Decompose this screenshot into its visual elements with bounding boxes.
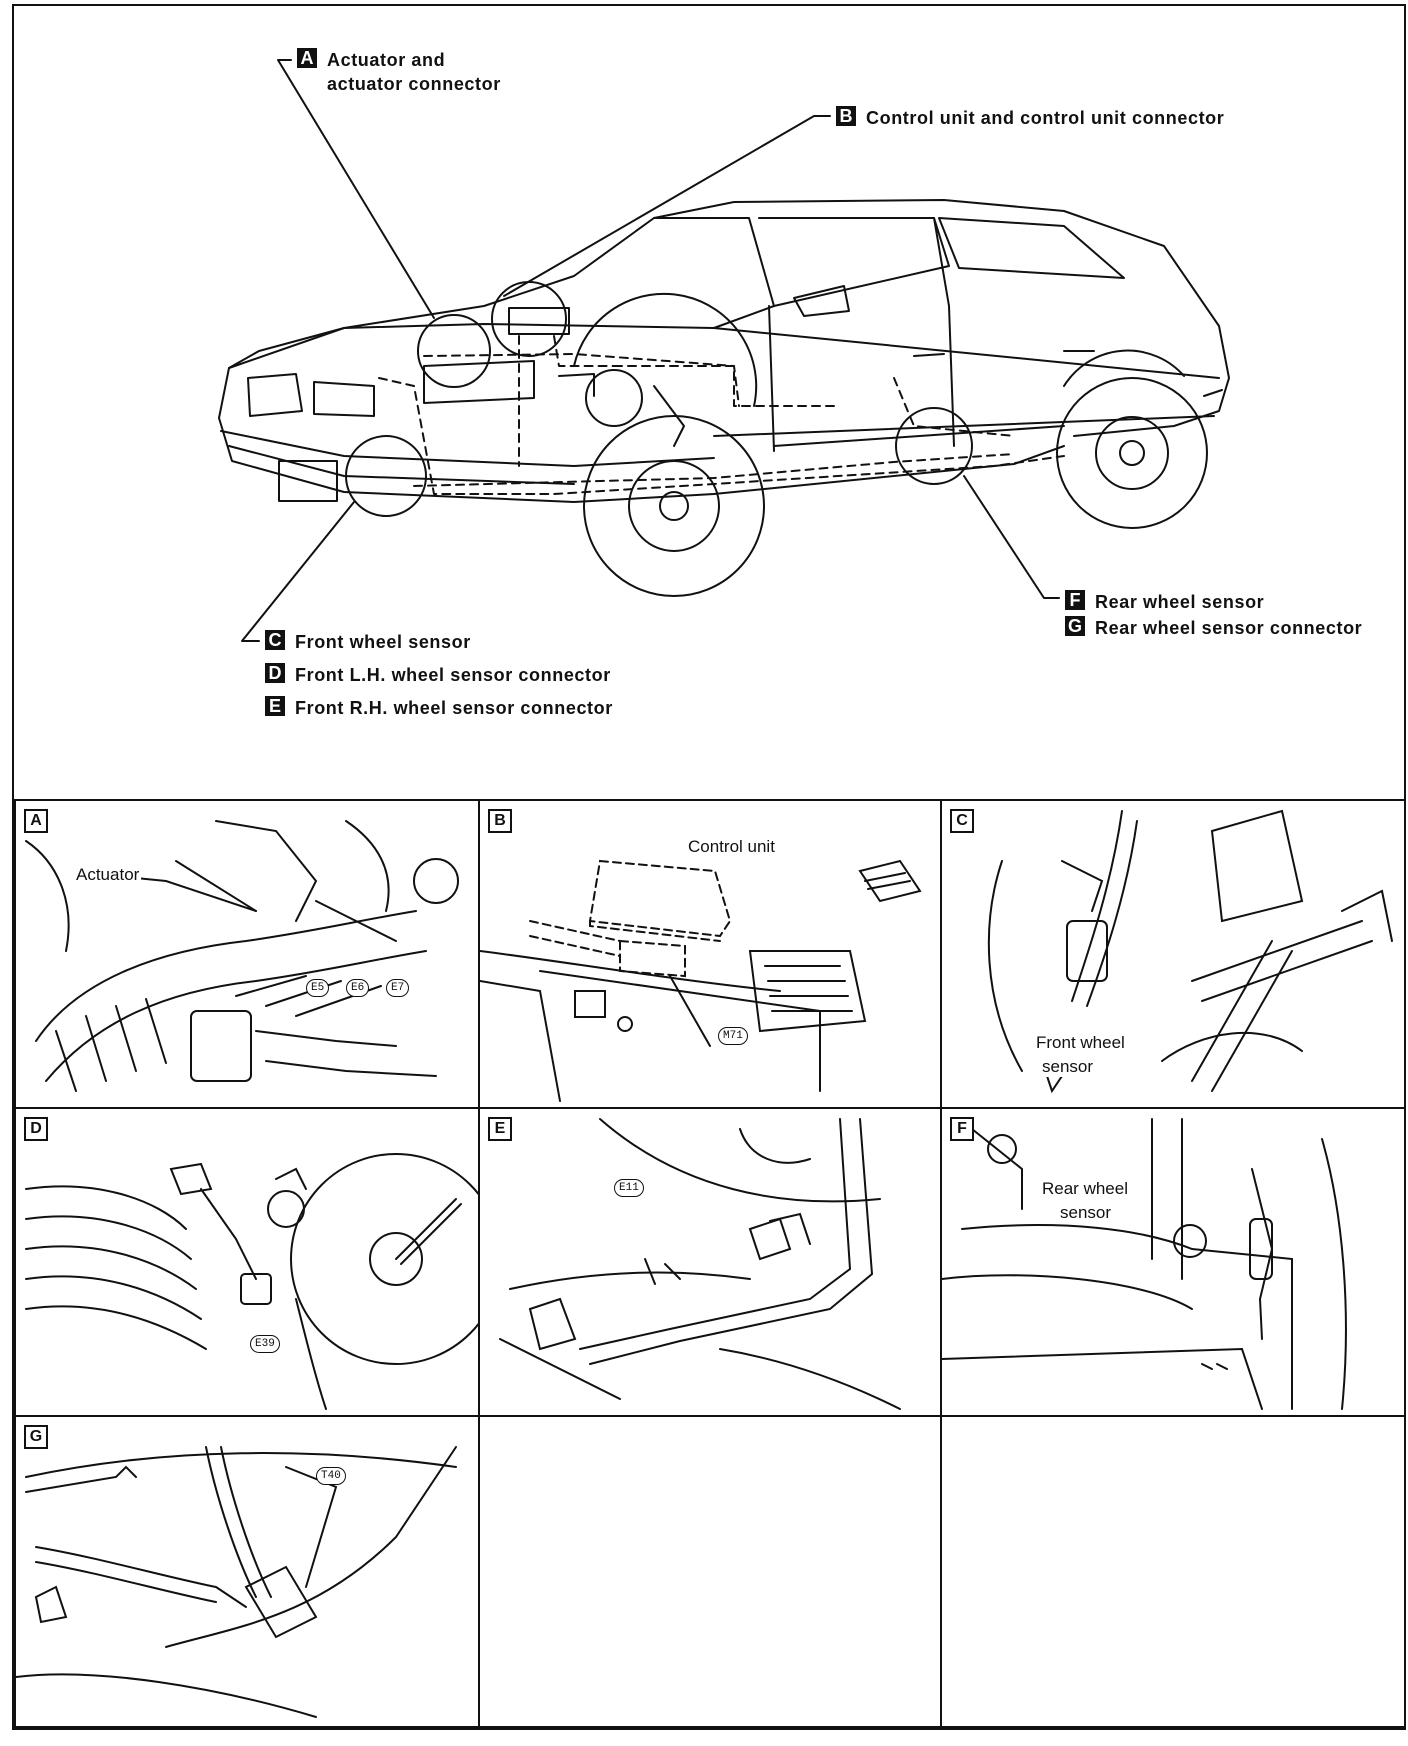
panel-key-f: F	[950, 1117, 974, 1141]
connector-e5: E5	[306, 979, 330, 997]
actuator-illustration	[25, 820, 459, 1092]
rear-wheel-sensor-connector-illustration	[16, 1446, 457, 1718]
panel-key-a: A	[24, 809, 48, 833]
empty-panel-1	[478, 1415, 942, 1728]
callout-f: F Rear wheel sensor	[1065, 590, 1264, 614]
control-unit-label: Control unit	[686, 837, 777, 857]
rear-wheel-sensor-label-line1: Rear wheel	[1040, 1179, 1130, 1199]
connector-e6: E6	[346, 979, 370, 997]
callout-label-d: Front L.H. wheel sensor connector	[295, 665, 611, 685]
callout-label-g: Rear wheel sensor connector	[1095, 618, 1363, 638]
rear-wheel-sensor-label-line2: sensor	[1058, 1203, 1114, 1223]
callout-label-a-line2: actuator connector	[327, 74, 501, 94]
callout-key-g: G	[1065, 616, 1085, 636]
callout-label-a-line1: Actuator and	[327, 50, 446, 70]
detail-panel-a: A Actuator E5 E6 E7	[14, 799, 480, 1109]
callout-a: A Actuator and actuator connector	[297, 48, 501, 96]
callout-key-d: D	[265, 663, 285, 683]
callout-label-e: Front R.H. wheel sensor connector	[295, 698, 613, 718]
panel-key-c: C	[950, 809, 974, 833]
actuator-label: Actuator	[74, 865, 142, 885]
callout-label-c: Front wheel sensor	[295, 632, 471, 652]
car-illustration	[218, 59, 1230, 642]
connector-m71: M71	[718, 1027, 748, 1045]
callout-e: E Front R.H. wheel sensor connector	[265, 696, 613, 720]
callout-key-b: B	[836, 106, 856, 126]
detail-panel-b: B Control unit M71	[478, 799, 942, 1109]
callout-key-e: E	[265, 696, 285, 716]
panel-key-d: D	[24, 1117, 48, 1141]
connector-e39: E39	[250, 1335, 280, 1353]
front-wheel-sensor-label-line2: sensor	[1040, 1057, 1096, 1077]
detail-panel-c: C Front wheel sensor	[940, 799, 1406, 1109]
callout-label-a: Actuator and actuator connector	[327, 48, 501, 96]
detail-panel-g: G T40	[14, 1415, 480, 1728]
panel-key-b: B	[488, 809, 512, 833]
front-lh-sensor-connector-illustration	[25, 1153, 478, 1410]
detail-panel-grid: A Actuator E5 E6 E7	[14, 799, 1406, 1730]
front-wheel-sensor-illustration	[987, 809, 1393, 1094]
panel-key-e: E	[488, 1117, 512, 1141]
callout-c: C Front wheel sensor	[265, 630, 471, 654]
control-unit-illustration	[480, 859, 922, 1102]
callout-label-b: Control unit and control unit connector	[866, 108, 1225, 128]
connector-t40: T40	[316, 1467, 346, 1485]
callout-key-c: C	[265, 630, 285, 650]
callout-b: B Control unit and control unit connecto…	[836, 106, 1224, 130]
callout-d: D Front L.H. wheel sensor connector	[265, 663, 611, 687]
connector-e11: E11	[614, 1179, 644, 1197]
detail-panel-e: E E11	[478, 1107, 942, 1417]
detail-panel-f: F Rear wheel sensor	[940, 1107, 1406, 1417]
rear-wheel-sensor-illustration	[942, 1118, 1347, 1410]
callout-g: G Rear wheel sensor connector	[1065, 616, 1362, 640]
vehicle-overview: A Actuator and actuator connector B Cont…	[14, 6, 1406, 801]
panel-key-g: G	[24, 1425, 48, 1449]
connector-e7: E7	[386, 979, 410, 997]
front-rh-sensor-connector-illustration	[499, 1118, 901, 1410]
callout-key-f: F	[1065, 590, 1085, 610]
diagram-frame: A Actuator and actuator connector B Cont…	[12, 4, 1406, 1730]
callout-key-a: A	[297, 48, 317, 68]
callout-label-f: Rear wheel sensor	[1095, 592, 1265, 612]
detail-panel-d: D E39	[14, 1107, 480, 1417]
front-wheel-sensor-label-line1: Front wheel	[1034, 1033, 1127, 1053]
empty-panel-2	[940, 1415, 1406, 1728]
